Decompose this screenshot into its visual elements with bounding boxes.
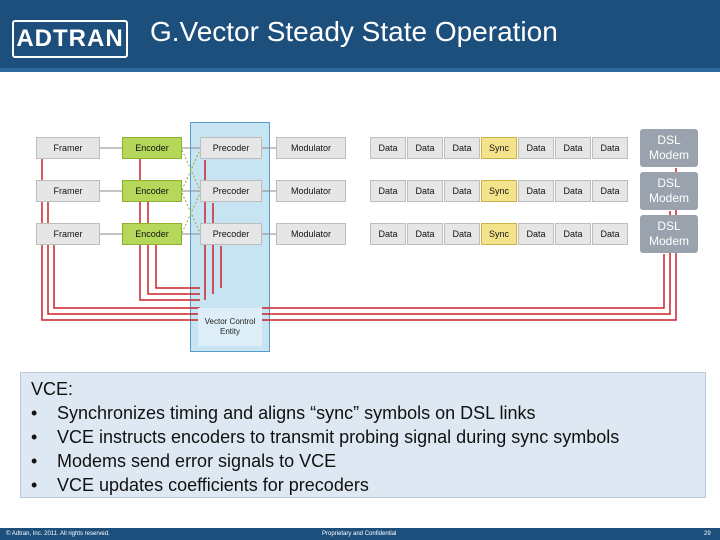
symbol-1-6: Data (555, 137, 591, 159)
page-number: 29 (704, 531, 711, 537)
sync-symbol-1: Sync (481, 137, 517, 159)
symbol-2-5: Data (518, 180, 554, 202)
symbol-1-1: Data (370, 137, 406, 159)
bullet-text: VCE updates coefficients for precoders (57, 475, 369, 495)
precoder-2: Precoder (200, 180, 262, 202)
symbol-3-3: Data (444, 223, 480, 245)
title-band (0, 68, 720, 72)
symbol-2-7: Data (592, 180, 628, 202)
symbol-2-3: Data (444, 180, 480, 202)
symbol-3-6: Data (555, 223, 591, 245)
dsl-modem-2: DSL Modem (640, 172, 698, 210)
vce-description: VCE: • Synchronizes timing and aligns “sy… (20, 372, 706, 498)
symbol-2-1: Data (370, 180, 406, 202)
bullet-dot-icon: • (31, 451, 38, 471)
vector-control-entity: Vector Control Entity (198, 308, 262, 346)
dsl-modem-1: DSL Modem (640, 129, 698, 167)
confidential-note: Proprietary and Confidential (322, 531, 397, 537)
symbol-1-7: Data (592, 137, 628, 159)
symbol-1-2: Data (407, 137, 443, 159)
symbol-3-5: Data (518, 223, 554, 245)
framer-1: Framer (36, 137, 100, 159)
precoder-1: Precoder (200, 137, 262, 159)
encoder-1: Encoder (122, 137, 182, 159)
symbol-1-5: Data (518, 137, 554, 159)
bullet-text: Modems send error signals to VCE (57, 451, 337, 471)
symbol-3-2: Data (407, 223, 443, 245)
bullets-heading: VCE: (31, 379, 74, 399)
precoder-3: Precoder (200, 223, 262, 245)
sync-symbol-2: Sync (481, 180, 517, 202)
bullet-dot-icon: • (31, 427, 38, 447)
footer-bar: © Adtran, Inc. 2011. All rights reserved… (0, 528, 720, 540)
bullet-text: Synchronizes timing and aligns “sync” sy… (57, 403, 536, 423)
encoder-3: Encoder (122, 223, 182, 245)
slide-title: G.Vector Steady State Operation (150, 16, 558, 47)
modulator-3: Modulator (276, 223, 346, 245)
framer-2: Framer (36, 180, 100, 202)
signal-lines (41, 147, 677, 321)
symbol-3-7: Data (592, 223, 628, 245)
copyright: © Adtran, Inc. 2011. All rights reserved… (6, 531, 110, 537)
sync-symbol-3: Sync (481, 223, 517, 245)
bullet-dot-icon: • (31, 403, 38, 423)
framer-3: Framer (36, 223, 100, 245)
symbol-3-1: Data (370, 223, 406, 245)
bullet-item: • VCE instructs encoders to transmit prob… (31, 425, 695, 449)
symbol-2-2: Data (407, 180, 443, 202)
bullet-item: • VCE updates coefficients for precoders (31, 473, 695, 497)
adtran-logo: ADTRAN (12, 20, 128, 58)
dsl-modem-3: DSL Modem (640, 215, 698, 253)
bullet-text: VCE instructs encoders to transmit probi… (57, 427, 620, 447)
bullet-item: • Modems send error signals to VCE (31, 449, 695, 473)
symbol-1-3: Data (444, 137, 480, 159)
bullet-item: • Synchronizes timing and aligns “sync” s… (31, 401, 695, 425)
encoder-2: Encoder (122, 180, 182, 202)
bullet-dot-icon: • (31, 475, 38, 495)
modulator-1: Modulator (276, 137, 346, 159)
modulator-2: Modulator (276, 180, 346, 202)
symbol-2-6: Data (555, 180, 591, 202)
title-bar: ADTRAN G.Vector Steady State Operation (0, 0, 720, 72)
